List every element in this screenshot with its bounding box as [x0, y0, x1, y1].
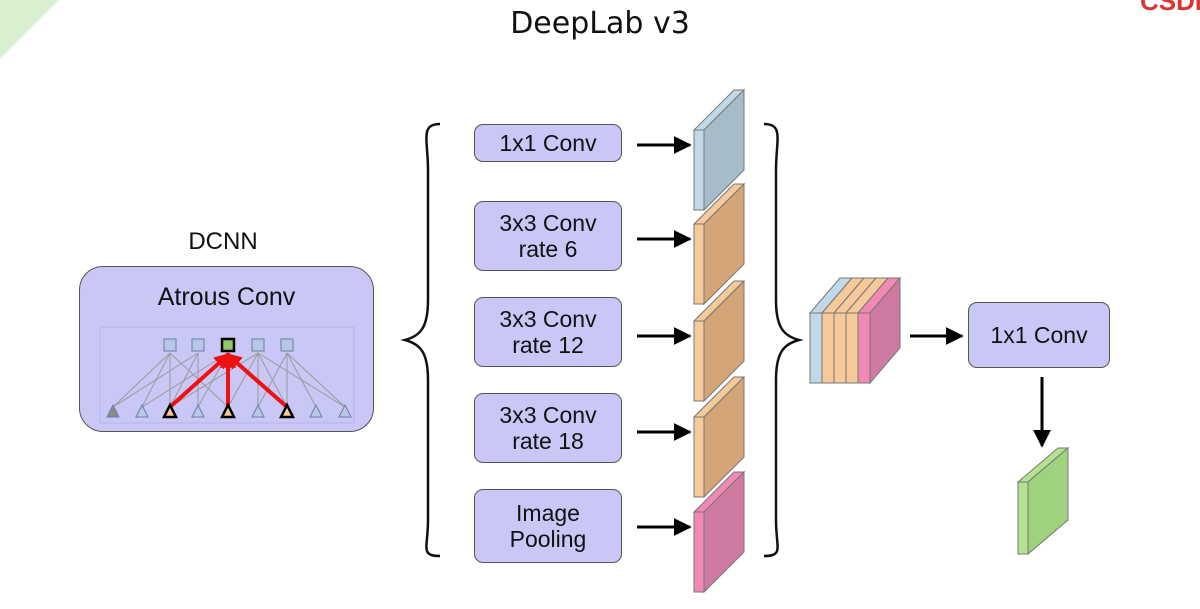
dcnn-box: Atrous Conv [79, 266, 374, 432]
atrous-output-node [280, 338, 294, 352]
left-brace [400, 122, 441, 558]
right-brace [763, 122, 804, 558]
concat-slice-4 [844, 277, 890, 384]
branch-label-line1: 1x1 Conv [499, 129, 597, 156]
feature-front [693, 223, 705, 305]
atrous-conv-title: Atrous Conv [157, 283, 296, 311]
output-feature-map [1016, 446, 1070, 556]
feature-map-2 [692, 182, 746, 306]
feature-front [693, 416, 705, 498]
atrous-grey-line [112, 352, 199, 408]
branch-label-line1: Image [516, 499, 580, 526]
atrous-grey-line [112, 352, 171, 408]
output-front [1017, 481, 1029, 555]
concat-slice-front [821, 312, 835, 384]
feature-map-5 [692, 470, 746, 594]
atrous-output-node [251, 338, 265, 352]
atrous-active-input [219, 402, 237, 419]
concat-slice-front [845, 312, 859, 384]
final-conv-box: 1x1 Conv [968, 302, 1110, 368]
atrous-red-arrow [168, 352, 231, 409]
feature-front [693, 511, 705, 593]
atrous-grey-line [227, 352, 259, 408]
branch-box-1: 1x1 Conv [474, 124, 622, 162]
atrous-input-node [338, 403, 352, 418]
atrous-input-node [106, 403, 120, 418]
page-title: DeepLab v3 [510, 6, 690, 41]
atrous-active-input [278, 402, 296, 419]
branch-label-line2: rate 6 [518, 236, 578, 262]
dcnn-label: DCNN [188, 228, 258, 255]
atrous-grey-line [257, 352, 288, 408]
branch-label-line2: rate 12 [512, 332, 584, 358]
branch-label-line2: Pooling [509, 526, 587, 552]
atrous-grey-line [169, 352, 199, 408]
atrous-grey-line [286, 352, 346, 408]
concat-slice-front [857, 312, 871, 384]
concat-slice-front [809, 312, 823, 384]
branch-label-line1: 3x3 Conv [499, 209, 597, 236]
concat-slice-5 [856, 277, 902, 384]
atrous-grey-line [169, 352, 259, 408]
atrous-input-node [191, 403, 205, 418]
atrous-input-node [309, 403, 323, 418]
branch-label-line1: 3x3 Conv [499, 401, 597, 428]
concat-feature-stack [808, 276, 902, 385]
brand-logo: CSDN [1140, 0, 1200, 16]
atrous-output-node [163, 338, 177, 352]
atrous-center-node [220, 337, 236, 353]
atrous-active-input [161, 402, 179, 419]
feature-map-1 [692, 88, 746, 212]
feature-map-3 [692, 279, 746, 403]
feature-front [693, 129, 705, 211]
feature-front [693, 320, 705, 402]
corner-decoration [0, 0, 60, 60]
concat-stack-side [869, 276, 901, 385]
atrous-grey-line [257, 352, 346, 408]
atrous-frame [99, 326, 355, 424]
branch-label-line2: rate 18 [512, 428, 584, 454]
final-conv-label: 1x1 Conv [990, 321, 1088, 348]
feature-map-4 [692, 375, 746, 499]
atrous-red-arrow [225, 352, 289, 409]
branch-label-line1: 3x3 Conv [499, 305, 597, 332]
concat-slice-2 [820, 277, 866, 384]
concat-slice-1 [808, 277, 854, 384]
atrous-input-node [251, 403, 265, 418]
atrous-conv-illustration [99, 326, 355, 424]
concat-slice-front [833, 312, 847, 384]
atrous-output-node [191, 338, 205, 352]
atrous-input-node [135, 403, 149, 418]
